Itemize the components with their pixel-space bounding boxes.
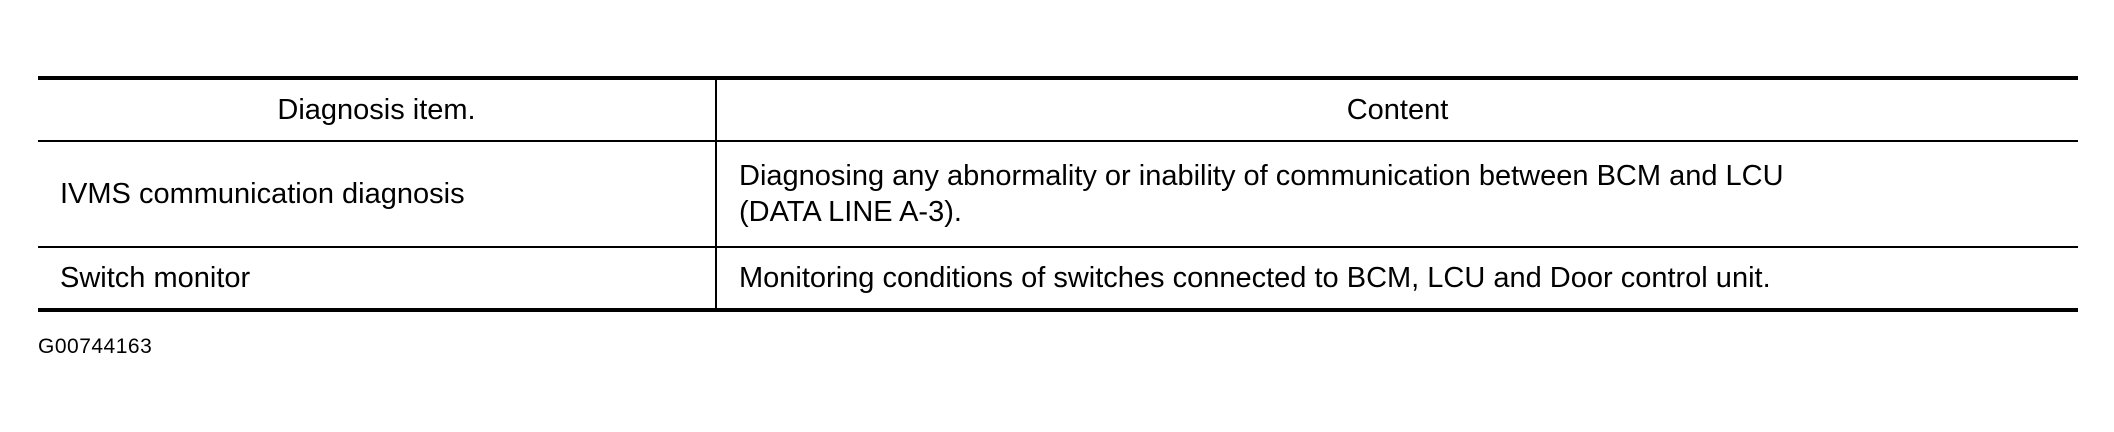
header-diagnosis-item: Diagnosis item. [38, 76, 717, 142]
row-item-switch-monitor: Switch monitor [38, 247, 717, 312]
row-item-ivms: IVMS communication diagnosis [38, 141, 717, 248]
header-content: Content [716, 76, 2078, 142]
table-row: IVMS communication diagnosis Diagnosing … [38, 141, 2078, 248]
content-line: Diagnosing any abnormality or inability … [739, 160, 1784, 192]
content-line: Monitoring conditions of switches connec… [739, 262, 1771, 294]
figure-id: G00744163 [38, 335, 153, 358]
content-line: (DATA LINE A-3). [739, 196, 962, 228]
table-body: IVMS communication diagnosis Diagnosing … [38, 141, 2078, 312]
table-header: Diagnosis item. Content [38, 76, 2078, 142]
table-row: Switch monitor Monitoring conditions of … [38, 247, 2078, 312]
header-row: Diagnosis item. Content [38, 76, 2078, 142]
diagnosis-table: Diagnosis item. Content IVMS communicati… [38, 76, 2078, 312]
row-content-switch-monitor: Monitoring conditions of switches connec… [716, 247, 2078, 312]
row-content-ivms: Diagnosing any abnormality or inability … [716, 141, 2078, 248]
